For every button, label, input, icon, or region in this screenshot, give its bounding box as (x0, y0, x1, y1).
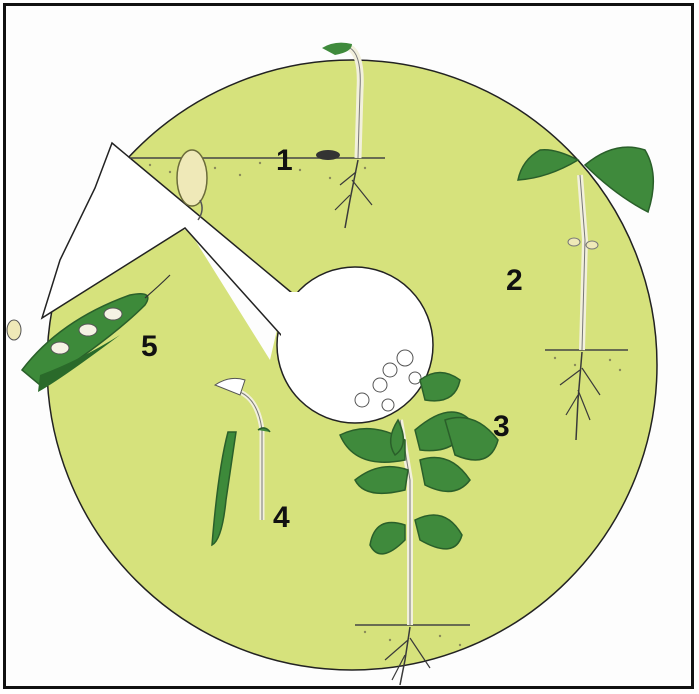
stage-label-2: 2 (506, 264, 523, 297)
stage-label-3: 3 (493, 410, 510, 443)
seed-coat-icon (316, 150, 340, 160)
stage-label-1: 1 (276, 144, 293, 177)
stage-label-5: 5 (141, 330, 158, 363)
bean-seed-icon (7, 320, 21, 340)
stage-label-4: 4 (273, 501, 290, 534)
seed-icon (177, 150, 207, 206)
